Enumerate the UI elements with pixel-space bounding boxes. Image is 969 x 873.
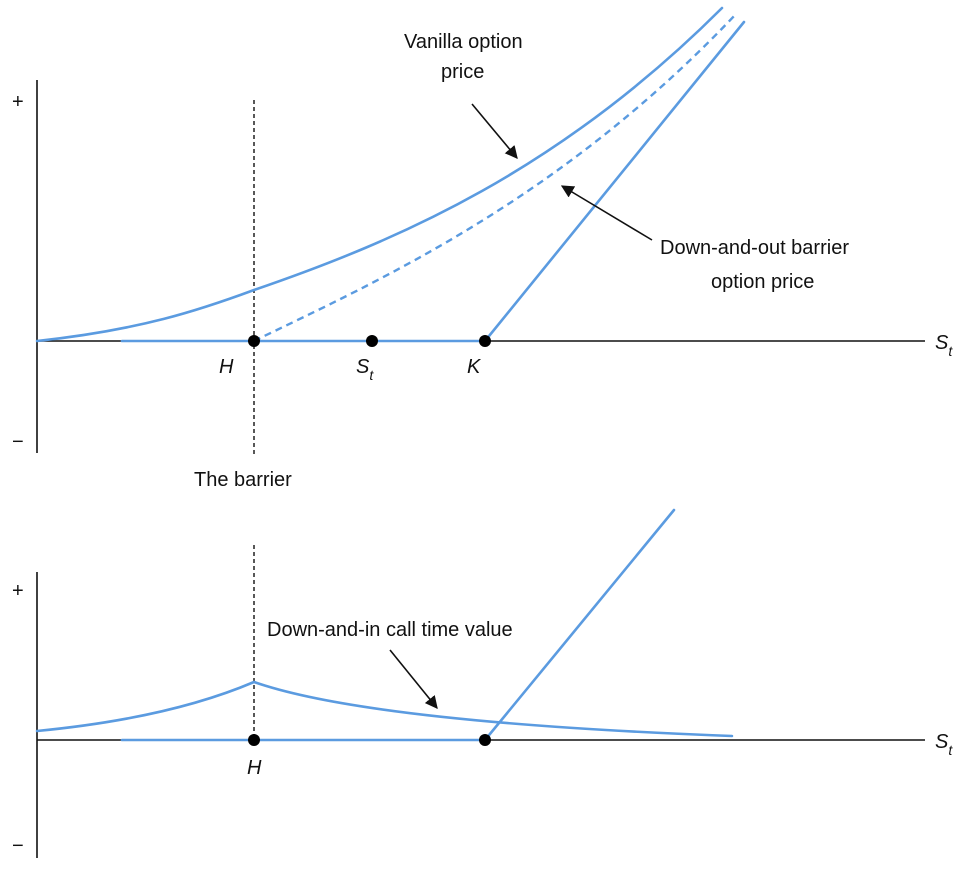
vanilla-annotation-line1: Vanilla option [404,31,523,53]
vanilla-annotation-line2: price [441,61,484,83]
bottom-point-H [248,734,260,746]
bottom-intrinsic-value-line [483,508,676,742]
top-point-K [479,335,491,347]
down-and-out-price-curve [253,13,737,343]
bottom-H-label: H [247,757,262,779]
bottom-y-minus-label: − [12,835,24,857]
bottom-x-axis-label: St [935,731,953,758]
top-point-St [366,335,378,347]
down-and-in-time-value-curve [35,680,734,738]
top-panel: + − St The barrier H St K Vanilla option… [12,6,953,491]
top-H-label: H [219,356,234,378]
top-St-label: St [356,356,374,383]
bottom-point-K [479,734,491,746]
top-y-plus-label: + [12,91,24,113]
top-intrinsic-value-line [483,20,746,343]
bottom-panel: + − St H Down-and-in call time value [12,508,953,858]
barrier-label: The barrier [194,469,292,491]
top-K-label: K [467,356,482,378]
top-point-H [248,335,260,347]
top-y-minus-label: − [12,431,24,453]
dao-annotation-line2: option price [711,271,814,293]
dao-arrow-icon [560,185,653,241]
dao-annotation-line1: Down-and-out barrier [660,237,849,259]
dai-annotation: Down-and-in call time value [267,619,513,641]
top-x-axis-label: St [935,332,953,359]
vanilla-arrow-icon [471,103,518,159]
dai-arrow-icon [389,649,438,709]
vanilla-option-price-curve [35,6,724,343]
bottom-y-plus-label: + [12,580,24,602]
